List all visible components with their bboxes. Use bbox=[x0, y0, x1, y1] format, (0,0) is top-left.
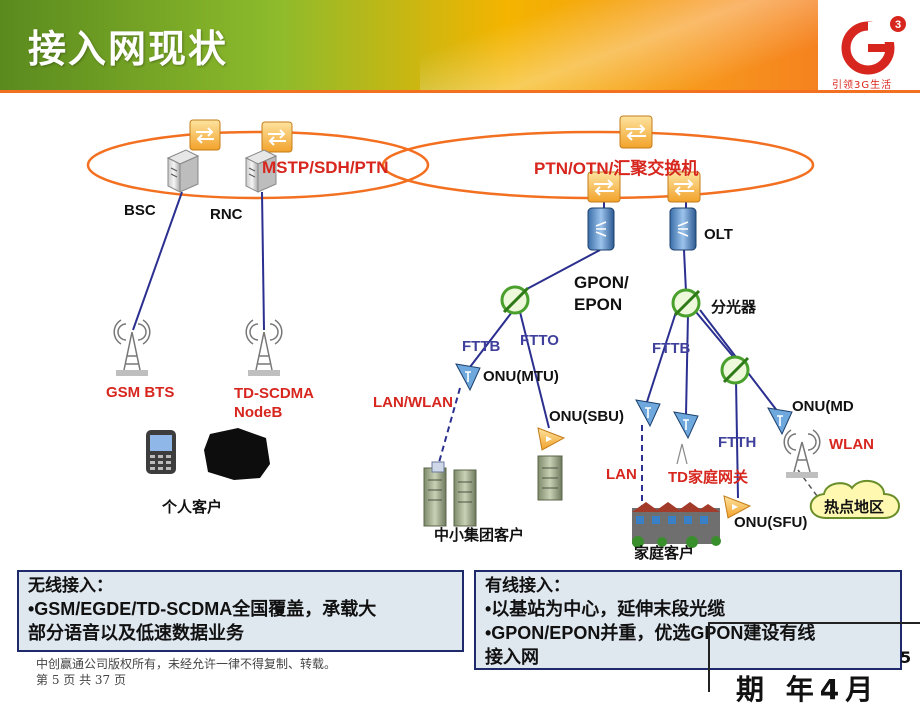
office-building-sbu-icon bbox=[537, 455, 563, 501]
onu-sfu-label: ONU(SFU) bbox=[734, 514, 808, 531]
rnc-label: RNC bbox=[210, 206, 243, 223]
sme-customer-label: 中小集团客户 bbox=[434, 527, 525, 544]
wired-box-line2: •GPON/EPON并重，优选GPON建设有线 bbox=[485, 623, 816, 643]
wired-box-title: 有线接入： bbox=[485, 576, 570, 595]
link-splitter1-sbu bbox=[519, 311, 550, 429]
link-splitter2-onu-b bbox=[685, 313, 689, 416]
pon-label: GPON/ EPON bbox=[574, 272, 629, 316]
residential-houses-icon bbox=[632, 502, 721, 548]
network-diagram bbox=[86, 115, 900, 548]
onu-sbu-icon bbox=[537, 427, 566, 451]
link-splitter2-onu-a bbox=[645, 311, 677, 406]
link-splitter3-sfu bbox=[735, 379, 739, 499]
wired-access-box: 有线接入： •以基站为中心，延伸末段光缆 •GPON/EPON并重，优选GPON… bbox=[474, 570, 902, 670]
wired-box-line1: •以基站为中心，延伸末段光缆 bbox=[485, 599, 726, 619]
splitter-icon-home bbox=[720, 355, 750, 385]
td-nodeb-label: TD-SCDMA NodeB bbox=[234, 384, 314, 422]
onu-fttb-icon bbox=[635, 399, 661, 428]
switch-icon-ring-top bbox=[619, 115, 653, 149]
underlying-slide-frame bbox=[708, 622, 920, 692]
onu-sbu-label: ONU(SBU) bbox=[549, 408, 624, 425]
link-rnc-nodeb bbox=[261, 191, 265, 331]
hotspot-link bbox=[797, 469, 821, 501]
china-telecom-3g-logo-icon: 3 bbox=[841, 16, 906, 75]
switch-icon-ring-br bbox=[667, 171, 701, 203]
header-rule bbox=[0, 90, 920, 93]
td-gateway-tower-icon bbox=[676, 443, 688, 465]
link-splitter2-splitter3 bbox=[695, 311, 737, 361]
olt-label: OLT bbox=[704, 226, 733, 243]
onu-mtu-label: ONU(MTU) bbox=[483, 368, 559, 385]
td-nodeb-line1: TD-SCDMA bbox=[234, 385, 314, 402]
mobile-phone-icon bbox=[146, 430, 176, 474]
bsc-label: BSC bbox=[124, 202, 156, 219]
splitter-label: 分光器 bbox=[711, 299, 757, 316]
wireless-access-box: 无线接入： •GSM/EGDE/TD-SCDMA全国覆盖，承载大 部分语音以及低… bbox=[17, 570, 464, 652]
fttb-label-left: FTTB bbox=[462, 338, 501, 355]
aggregation-ring-left bbox=[86, 130, 430, 200]
bsc-server-icon bbox=[166, 149, 200, 193]
switch-icon-ring-left bbox=[189, 119, 221, 151]
wireless-box-title: 无线接入： bbox=[28, 576, 113, 595]
pon-label-line2: EPON bbox=[574, 295, 623, 314]
lan-wlan-label: LAN/WLAN bbox=[373, 394, 453, 411]
footer-copyright: 中创赢通公司版权所有，未经允许一律不得复制、转载。 bbox=[36, 657, 337, 671]
onu-md-label: ONU(MD bbox=[792, 398, 854, 415]
onu-sfu-icon bbox=[723, 495, 752, 519]
ftto-label: FTTO bbox=[520, 332, 559, 349]
link-bsc-bts bbox=[132, 191, 183, 331]
slide-title: 接入网现状 bbox=[28, 27, 229, 71]
td-nodeb-line2: NodeB bbox=[234, 404, 283, 421]
data-card-icon bbox=[204, 428, 270, 480]
olt-icon-left bbox=[587, 207, 615, 251]
wlan-label: WLAN bbox=[829, 436, 874, 453]
switch-icon-ring-bl bbox=[587, 171, 621, 203]
pon-label-line1: GPON/ bbox=[574, 273, 629, 292]
side-page-fragment: 5 bbox=[900, 648, 912, 667]
onu-md-icon bbox=[767, 407, 793, 436]
logo-slogan: 引领3G生活 bbox=[832, 80, 893, 91]
splitter-icon-right bbox=[671, 288, 701, 318]
wireless-box-line1: •GSM/EGDE/TD-SCDMA全国覆盖，承载大 bbox=[28, 599, 377, 619]
wired-box-line3: 接入网 bbox=[485, 647, 539, 667]
ring-label-right: PTN/OTN/汇聚交换机 bbox=[534, 159, 699, 178]
onu-mtu-icon bbox=[455, 363, 481, 392]
lan-label: LAN bbox=[606, 466, 637, 483]
wireless-box-line2: 部分语音以及低速数据业务 bbox=[28, 623, 244, 643]
home-customer-label: 家庭客户 bbox=[634, 545, 695, 562]
link-splitter1-mtu bbox=[469, 311, 513, 368]
td-gateway-label: TD家庭网关 bbox=[668, 469, 748, 486]
td-nodeb-tower-icon bbox=[245, 319, 283, 376]
olt-icon-right bbox=[669, 207, 697, 251]
splitter-icon-left bbox=[500, 285, 530, 315]
fttb-label-right: FTTB bbox=[652, 340, 691, 357]
ftth-label: FTTH bbox=[718, 434, 757, 451]
gsm-bts-label: GSM BTS bbox=[106, 384, 175, 401]
office-building-icon bbox=[423, 461, 477, 527]
gsm-bts-tower-icon bbox=[113, 319, 151, 376]
switch-icon-ring-mid bbox=[261, 121, 293, 153]
hotspot-label: 热点地区 bbox=[824, 499, 885, 516]
footer-page-number: 第 5 页 共 37 页 bbox=[36, 673, 126, 687]
logo-panel: 3 bbox=[818, 0, 920, 90]
link-olt2-splitter bbox=[683, 249, 687, 293]
wlan-tower-icon bbox=[783, 429, 821, 478]
personal-customer-label: 个人客户 bbox=[162, 499, 223, 516]
wlan-link-sme bbox=[437, 387, 461, 467]
bottom-date-fragment: 期 年4月 bbox=[736, 673, 880, 706]
ring-label-left: MSTP/SDH/PTN bbox=[262, 158, 389, 177]
onu-td-icon bbox=[673, 411, 699, 440]
rnc-server-icon bbox=[244, 149, 278, 193]
logo-superscript: 3 bbox=[895, 19, 901, 31]
link-olt1-splitter bbox=[524, 249, 601, 291]
hotspot-cloud-icon bbox=[809, 479, 900, 519]
